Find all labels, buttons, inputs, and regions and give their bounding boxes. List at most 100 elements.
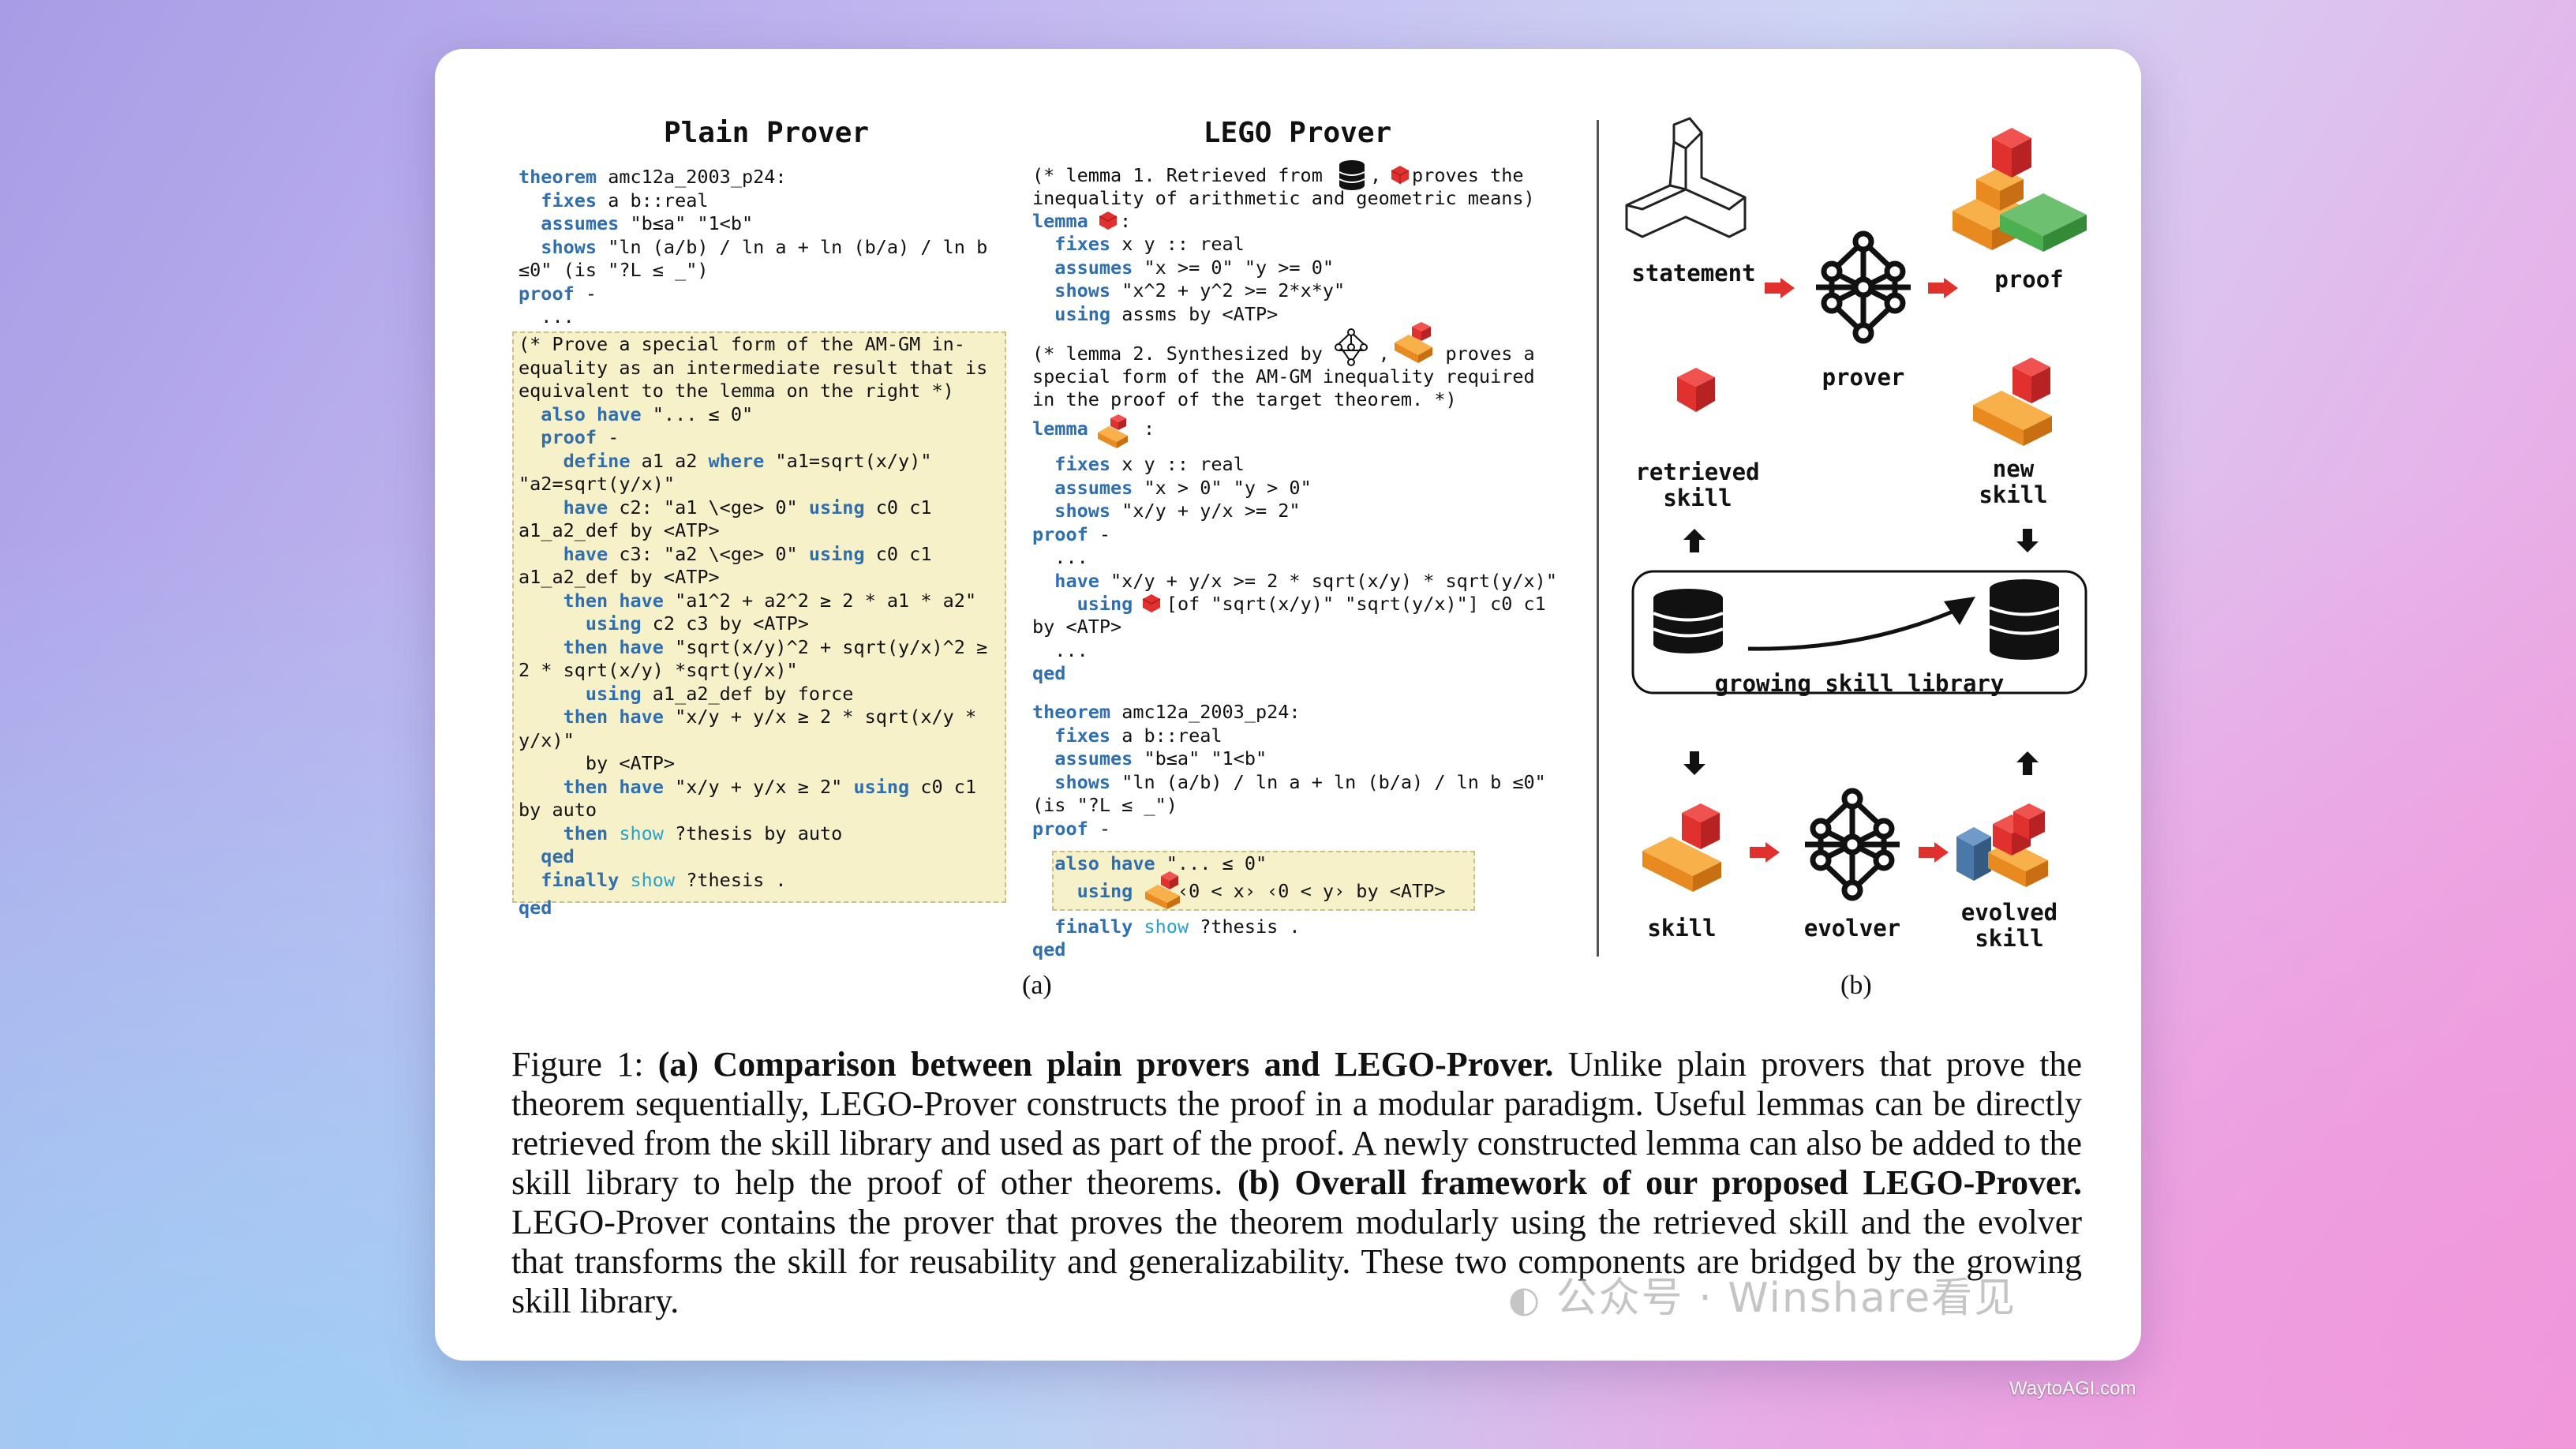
- plain-hl-code-line: then show ?thesis by auto: [563, 822, 843, 844]
- prover-label: prover: [1822, 364, 1905, 391]
- wechat-icon: ◐: [1508, 1278, 1542, 1320]
- prover-network-icon: [1816, 230, 1911, 344]
- lego-finally-line: finally show ?thesis .: [1032, 915, 1301, 939]
- plain-hl-code-line: y/x)": [519, 728, 575, 751]
- lego-new-skill-icon: [1395, 322, 1432, 363]
- plain-hl-code-line: by <ATP>: [519, 752, 676, 774]
- plain-code-line: fixes a b::real: [541, 189, 709, 212]
- plain-hl-code-line: then have "x/y + y/x ≥ 2 * sqrt(x/y *: [563, 706, 977, 728]
- plain-code-line: qed: [519, 897, 552, 919]
- lemma2-code-line: assumes "x > 0" "y > 0": [1054, 476, 1312, 499]
- plain-hl-code-line: using c2 c3 by <ATP>: [585, 612, 809, 635]
- lemma2-comment-line3: in the proof of the target theorem. *): [1032, 388, 1457, 410]
- figure-card: Plain Prover theorem amc12a_2003_p24: fi…: [435, 49, 2141, 1361]
- lemma2-comment-line1: (* lemma 2. Synthesized by , proves a: [1032, 343, 1535, 365]
- lemma1-comment-line2: inequality of arithmetic and geometric m…: [1032, 187, 1535, 209]
- lego-new-skill-icon: [1145, 871, 1180, 909]
- lego-qed-line: qed: [1032, 938, 1065, 962]
- lemma2-code-line: by <ATP>: [1032, 616, 1122, 638]
- plain-code-line: theorem amc12a_2003_p24:: [519, 166, 787, 188]
- plain-hl-code-line: finally show ?thesis .: [541, 868, 787, 891]
- lego-code-line: qed: [1032, 938, 1066, 960]
- plain-hl-code-line: by auto: [519, 799, 597, 821]
- plain-hl-code-line: equivalent to the lemma on the right *): [519, 380, 954, 402]
- evolved-skill-lego-icon: [1956, 803, 2048, 887]
- plain-hl-code-line: also have "... ≤ 0": [541, 402, 754, 425]
- lemma1-code-line: fixes x y :: real: [1054, 233, 1245, 255]
- database-icon: [1653, 589, 1724, 653]
- arrow-right-icon: [1928, 278, 1958, 298]
- proof-lego-icon: [1953, 128, 2087, 252]
- retrieved-skill-brick-icon: [1677, 368, 1715, 412]
- lemma2-comment-line2: special form of the AM-GM inequality req…: [1032, 365, 1535, 388]
- lego-hl-code-line: also have "... ≤ 0": [1054, 852, 1267, 874]
- arrow-up-icon: [2016, 751, 2039, 775]
- plain-hl-code-line: then have "a1^2 + a2^2 ≥ 2 * a1 * a2": [563, 589, 977, 612]
- plain-code-line: shows "ln (a/b) / ln a + ln (b/a) / ln b: [541, 235, 988, 258]
- arrow-right-icon: [1765, 278, 1795, 298]
- plain-code-line: ...: [519, 305, 575, 328]
- lemma2-using-line: using [of "sqrt(x/y)" "sqrt(y/x)"] c0 c1: [1076, 593, 1546, 615]
- lego-new-skill-icon: [1098, 414, 1128, 448]
- lemma2-tail: by <ATP> ...qed: [1032, 616, 1121, 686]
- plain-hl-code-line: using a1_a2_def by force: [585, 682, 854, 705]
- plain-hl-code-line: then have "x/y + y/x ≥ 2" using c0 c1: [563, 775, 977, 798]
- arrow-up-icon: [1683, 529, 1705, 552]
- arrow-right-icon: [1919, 842, 1949, 863]
- plain-hl-code-line: "a2=sqrt(y/x)": [519, 473, 676, 495]
- skill-library-box: [1631, 570, 2087, 695]
- lemma1-comment-line1: (* lemma 1. Retrieved from proves the: [1032, 164, 1524, 186]
- theorem-code-line: fixes a b::real: [1054, 724, 1222, 747]
- lemma1-code-line: using assms by <ATP>: [1054, 302, 1279, 325]
- arrow-right-icon: [1750, 842, 1780, 863]
- lego-highlight-line2: using ‹0 < x› ‹0 < y› by <ATP>: [1032, 880, 1446, 902]
- theorem-code-line: theorem amc12a_2003_p24:: [1032, 701, 1301, 723]
- lemma1-head: lemma: [1032, 210, 1088, 232]
- plain-hl-code-line: equality as an intermediate result that …: [519, 356, 988, 379]
- statement-shape-icon: [1625, 117, 1747, 238]
- plain-hl-code-line: (* Prove a special form of the AM-GM in-: [519, 333, 965, 355]
- lemma1-body: fixes x y :: real assumes "x >= 0" "y >=…: [1032, 233, 1345, 326]
- lego-prover-title: LEGO Prover: [1203, 117, 1392, 149]
- plain-code-line: assumes "b≤a" "1<b": [541, 212, 754, 234]
- library-label: growing skill library: [1714, 670, 2005, 697]
- lego-theorem: theorem amc12a_2003_p24: fixes a b::real…: [1032, 701, 1546, 864]
- plain-prover-code-bottom: qed: [519, 897, 552, 920]
- plain-code-line: ≤0" (is "?L ≤ _"): [519, 259, 709, 281]
- figure-caption: Figure 1: (a) Comparison between plain p…: [511, 1045, 2082, 1320]
- skill-label: skill: [1647, 915, 1717, 942]
- lemma2-code-line: qed: [1032, 662, 1066, 684]
- growth-arrow-icon: [1747, 597, 1975, 651]
- comma: ,: [1370, 164, 1382, 186]
- colon: :: [1120, 210, 1132, 232]
- lemma2-code-line: ...: [1032, 638, 1088, 661]
- colon: :: [1144, 417, 1155, 440]
- skill-lego-icon: [1642, 803, 1721, 892]
- lego-highlight-line1: also have "... ≤ 0": [1032, 852, 1267, 876]
- panel-divider: [1597, 120, 1599, 957]
- arrow-down-icon: [1683, 751, 1705, 775]
- evolver-label: evolver: [1803, 915, 1901, 942]
- proof-label: proof: [1994, 266, 2064, 293]
- database-icon: [1989, 579, 2060, 660]
- lemma2-code-line: ...: [1032, 546, 1088, 568]
- theorem-code-line: shows "ln (a/b) / ln a + ln (b/a) / ln b…: [1054, 770, 1546, 793]
- lego-red-brick-icon: [1099, 212, 1118, 230]
- plain-hl-code-line: proof -: [541, 426, 620, 448]
- database-icon: [1339, 160, 1365, 190]
- subfigure-label-b: (b): [1840, 971, 1872, 1000]
- lemma2-code-line: have "x/y + y/x >= 2 * sqrt(x/y) * sqrt(…: [1054, 569, 1557, 592]
- lego-code-line: finally show ?thesis .: [1054, 915, 1301, 938]
- lemma1-code-line: assumes "x >= 0" "y >= 0": [1054, 256, 1335, 279]
- lemma2-body: fixes x y :: real assumes "x > 0" "y > 0…: [1032, 453, 1557, 593]
- lemma2-code-line: fixes x y :: real: [1054, 453, 1245, 475]
- lego-highlight: [1052, 851, 1475, 911]
- plain-hl-code-line: 2 * sqrt(x/y) *sqrt(y/x)": [519, 659, 798, 681]
- plain-code-line: proof -: [519, 282, 597, 305]
- site-mark: WaytoAGI.com: [2009, 1378, 2136, 1399]
- evolver-network-icon: [1805, 788, 1900, 901]
- plain-hl-code-line: then have "sqrt(x/y)^2 + sqrt(y/x)^2 ≥: [563, 635, 988, 658]
